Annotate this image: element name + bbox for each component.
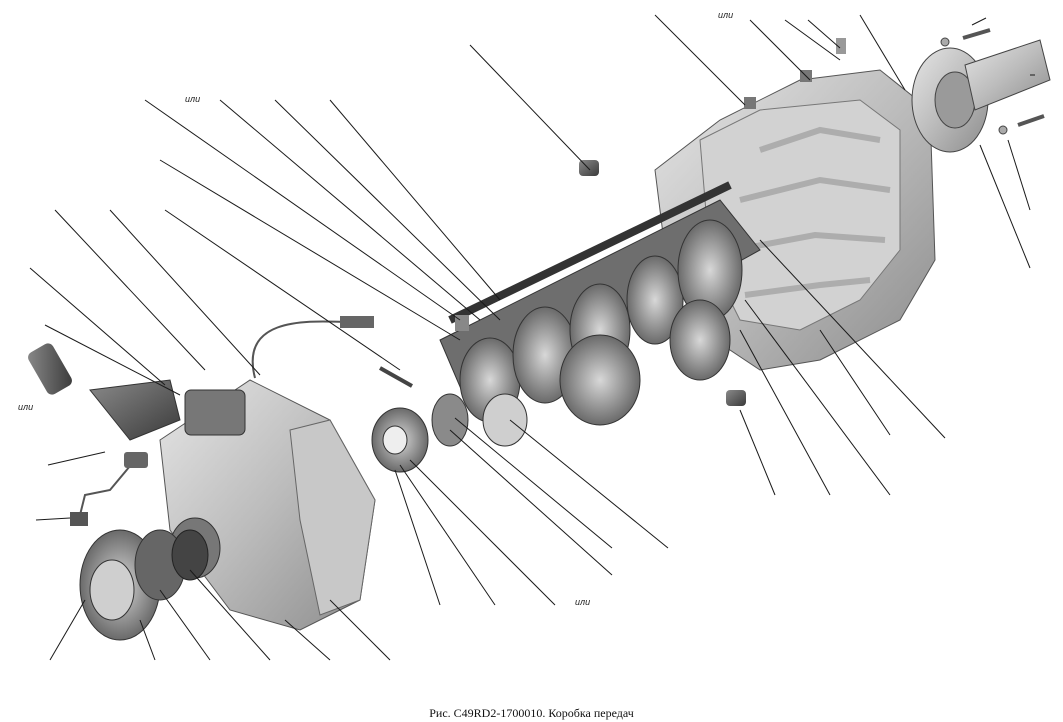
clutch-release-bearing: [79, 529, 209, 641]
figure-caption: Рис. C49RD2-1700010. Коробка передач: [429, 706, 634, 720]
front-housing: [159, 379, 376, 631]
note-label-left: или: [18, 402, 33, 412]
note-label-upper-left: или: [185, 94, 200, 104]
shift-lever: [89, 379, 181, 441]
leader-lines: [29, 14, 1035, 661]
input-gear: [371, 407, 429, 473]
output-flange: [911, 39, 1051, 153]
note-label-bottom: или: [575, 597, 590, 607]
flange-bolts: [940, 28, 1045, 135]
ili-labels: или или или или: [18, 10, 733, 607]
gear-shaft-assembly: [431, 181, 761, 447]
note-label-top: или: [718, 10, 733, 20]
sensor-part: [28, 343, 72, 395]
